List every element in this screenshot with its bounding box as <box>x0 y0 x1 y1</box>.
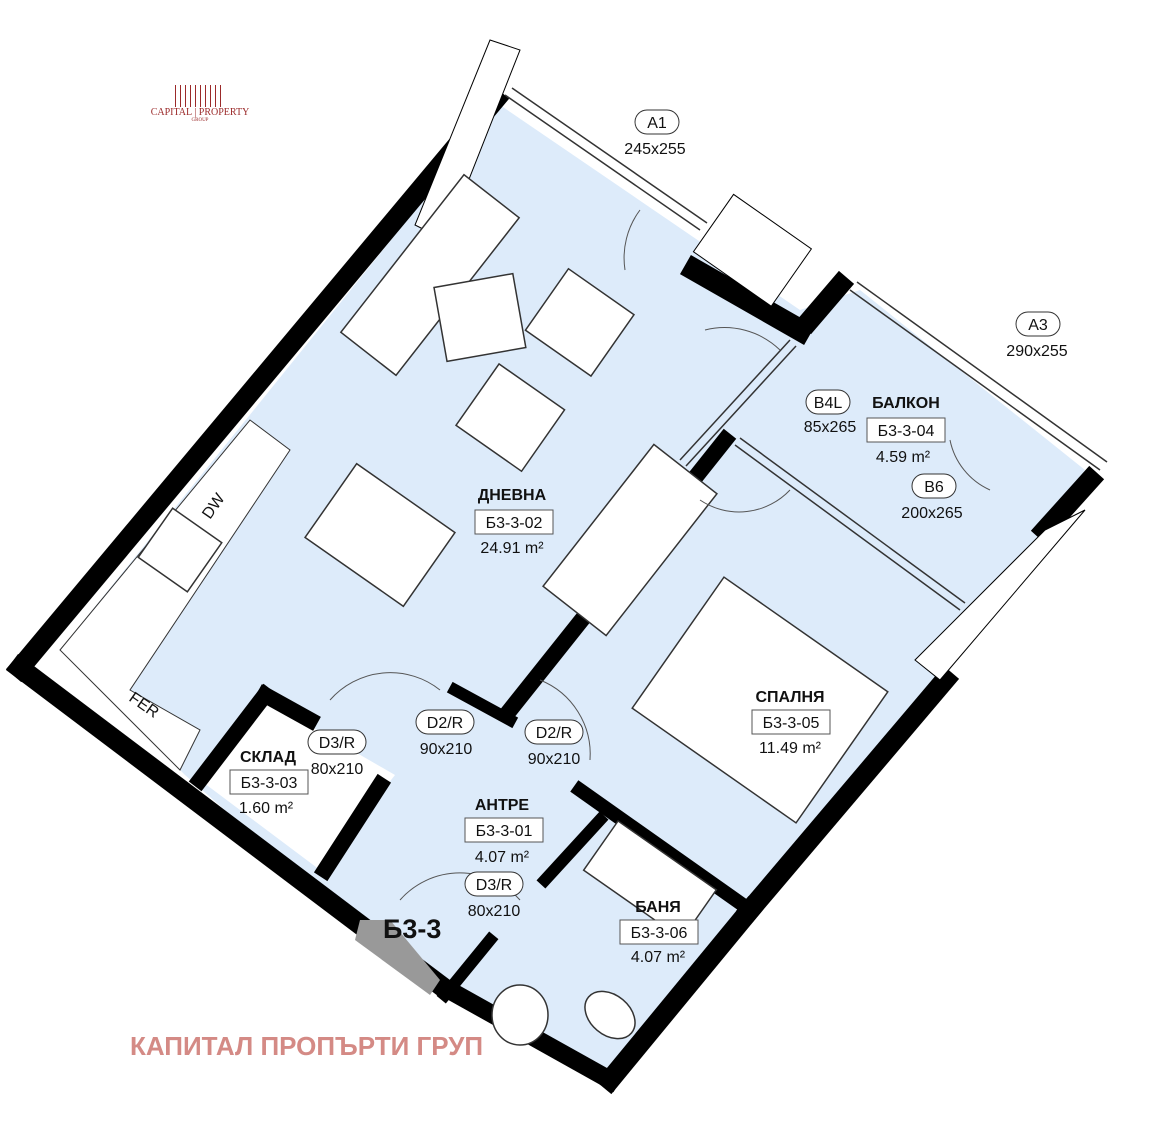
room-area: 4.07 m² <box>631 949 686 966</box>
fridge-label: FER <box>126 689 162 721</box>
opening-tag: B4L <box>814 395 843 412</box>
opening-tag: A1 <box>647 115 667 132</box>
opening-tag: B6 <box>924 479 944 496</box>
opening-size: 80x210 <box>311 761 364 778</box>
room-area: 1.60 m² <box>239 800 294 817</box>
room-bedroom: СПАЛНЯ Б3-3-05 11.49 m² <box>751 689 831 757</box>
room-bathroom: БАНЯ Б3-3-06 4.07 m² <box>619 899 699 966</box>
kitchen-counter <box>59 419 291 771</box>
watermark: КАПИТАЛ ПРОПЪРТИ ГРУП <box>130 1031 483 1061</box>
room-name: СПАЛНЯ <box>755 689 824 706</box>
opening-tag: D3/R <box>319 735 355 752</box>
room-balcony: БАЛКОН Б3-3-04 4.59 m² <box>866 395 946 466</box>
logo-text-left: CAPITAL <box>150 107 192 118</box>
room-code: Б3-3-01 <box>476 823 533 840</box>
opening-tag: D2/R <box>427 715 463 732</box>
opening-size: 85x265 <box>804 419 857 436</box>
hatched-panels <box>414 39 1086 681</box>
room-hall: АНТРЕ Б3-3-01 4.07 m² <box>464 797 544 866</box>
room-code: Б3-3-02 <box>486 515 543 532</box>
room-code: Б3-3-04 <box>878 423 935 440</box>
logo: CAPITAL | PROPERTY GROUP <box>140 85 260 123</box>
room-code: Б3-3-03 <box>241 775 298 792</box>
opening-tags: A1 245x255 A3 290x255 B4L 85x265 B6 200x… <box>307 109 1068 920</box>
room-area: 11.49 m² <box>759 740 822 757</box>
room-name: БАЛКОН <box>872 395 940 412</box>
room-name: СКЛАД <box>240 749 297 766</box>
opening-tag: D3/R <box>476 877 512 894</box>
logo-text-right: PROPERTY <box>198 107 250 118</box>
door-swings <box>329 209 991 901</box>
room-name: АНТРЕ <box>475 797 530 814</box>
room-area: 4.59 m² <box>876 449 931 466</box>
logo-bars-icon <box>175 85 225 107</box>
furniture <box>137 173 889 1046</box>
opening-size: 80x210 <box>468 903 521 920</box>
room-living: ДНЕВНА Б3-3-02 24.91 m² <box>474 487 554 557</box>
unit-label: Б3-3 <box>383 914 441 944</box>
opening-size: 290x255 <box>1006 343 1067 360</box>
room-code: Б3-3-06 <box>631 925 688 942</box>
logo-sub: GROUP <box>191 118 209 123</box>
room-storage: СКЛАД Б3-3-03 1.60 m² <box>229 749 309 817</box>
opening-size: 90x210 <box>528 751 581 768</box>
opening-tag: D2/R <box>536 725 572 742</box>
entrance-threshold <box>355 920 440 995</box>
room-name: БАНЯ <box>635 899 681 916</box>
room-area: 24.91 m² <box>480 540 544 557</box>
opening-size: 245x255 <box>624 141 685 158</box>
room-name: ДНЕВНА <box>478 487 547 504</box>
room-code: Б3-3-05 <box>763 715 820 732</box>
opening-tag: A3 <box>1028 317 1048 334</box>
windows <box>504 87 1108 611</box>
opening-size: 200x265 <box>901 505 962 522</box>
opening-size: 90x210 <box>420 741 473 758</box>
room-area: 4.07 m² <box>475 849 530 866</box>
dishwasher-label: DW <box>199 490 229 522</box>
